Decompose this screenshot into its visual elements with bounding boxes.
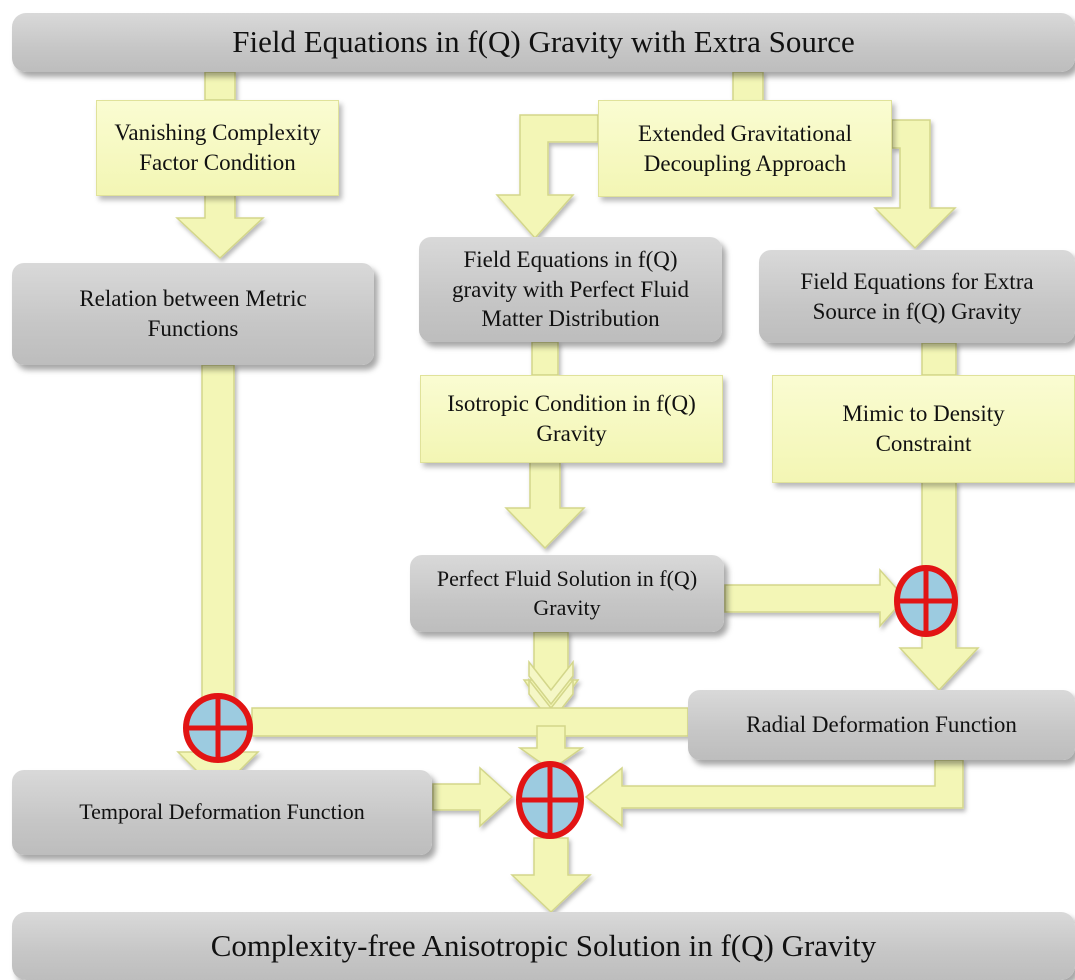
arrow-solution-to-right-circle (724, 568, 907, 628)
top-title-box: Field Equations in f(Q) Gravity with Ext… (12, 13, 1075, 72)
field-equations-perfect-label: Field Equations in f(Q) gravity with Per… (452, 246, 689, 332)
arrow-title-to-vanishing (204, 71, 236, 101)
arrow-radial-to-center (584, 759, 964, 828)
circle-plus-icon (894, 565, 958, 637)
circle-plus-icon (516, 761, 584, 839)
mimic-density-box: Mimic to Density Constraint (772, 375, 1075, 483)
field-equations-extra-box: Field Equations for Extra Source in f(Q)… (759, 250, 1075, 343)
field-equations-perfect-box: Field Equations in f(Q) gravity with Per… (419, 237, 722, 342)
arrow-egd-to-fe-perfect (495, 114, 599, 240)
radial-deformation-label: Radial Deformation Function (746, 712, 1017, 738)
arrow-temporal-to-center (432, 766, 514, 828)
relation-metric-label: Relation between Metric Functions (79, 286, 307, 341)
vanishing-complexity-label: Vanishing Complexity Factor Condition (114, 120, 321, 175)
field-equations-extra-label: Field Equations for Extra Source in f(Q)… (800, 268, 1034, 324)
arrow-title-to-egd (732, 71, 764, 103)
top-title: Field Equations in f(Q) Gravity with Ext… (232, 24, 855, 60)
vanishing-complexity-box: Vanishing Complexity Factor Condition (96, 100, 339, 196)
isotropic-condition-box: Isotropic Condition in f(Q) Gravity (420, 375, 723, 463)
relation-metric-box: Relation between Metric Functions (12, 263, 374, 365)
arrow-junction-to-center (517, 725, 585, 771)
arrow-fe-perfect-to-isotropic (531, 341, 559, 376)
radial-deformation-box: Radial Deformation Function (688, 690, 1075, 760)
arrow-center-to-result (510, 837, 592, 914)
perfect-fluid-solution-label: Perfect Fluid Solution in f(Q) Gravity (436, 565, 698, 620)
temporal-deformation-box: Temporal Deformation Function (12, 770, 432, 855)
arrow-vanishing-to-relation (175, 194, 265, 260)
arrow-isotropic-to-solution (504, 461, 586, 550)
egd-approach-box: Extended Gravitational Decoupling Approa… (598, 100, 892, 197)
arrow-fe-extra-to-mimic (921, 342, 957, 376)
circle-plus-icon (183, 693, 253, 763)
arrow-egd-to-fe-extra (873, 119, 957, 250)
arrow-radial-to-left-circle (251, 707, 689, 737)
mimic-density-label: Mimic to Density Constraint (842, 401, 1005, 456)
perfect-fluid-solution-box: Perfect Fluid Solution in f(Q) Gravity (410, 555, 724, 632)
isotropic-condition-label: Isotropic Condition in f(Q) Gravity (447, 391, 696, 446)
egd-approach-label: Extended Gravitational Decoupling Approa… (638, 120, 852, 176)
result-label: Complexity-free Anisotropic Solution in … (210, 927, 877, 963)
result-box: Complexity-free Anisotropic Solution in … (12, 912, 1075, 980)
arrow-chevron-1 (528, 659, 574, 706)
temporal-deformation-label: Temporal Deformation Function (79, 799, 365, 825)
